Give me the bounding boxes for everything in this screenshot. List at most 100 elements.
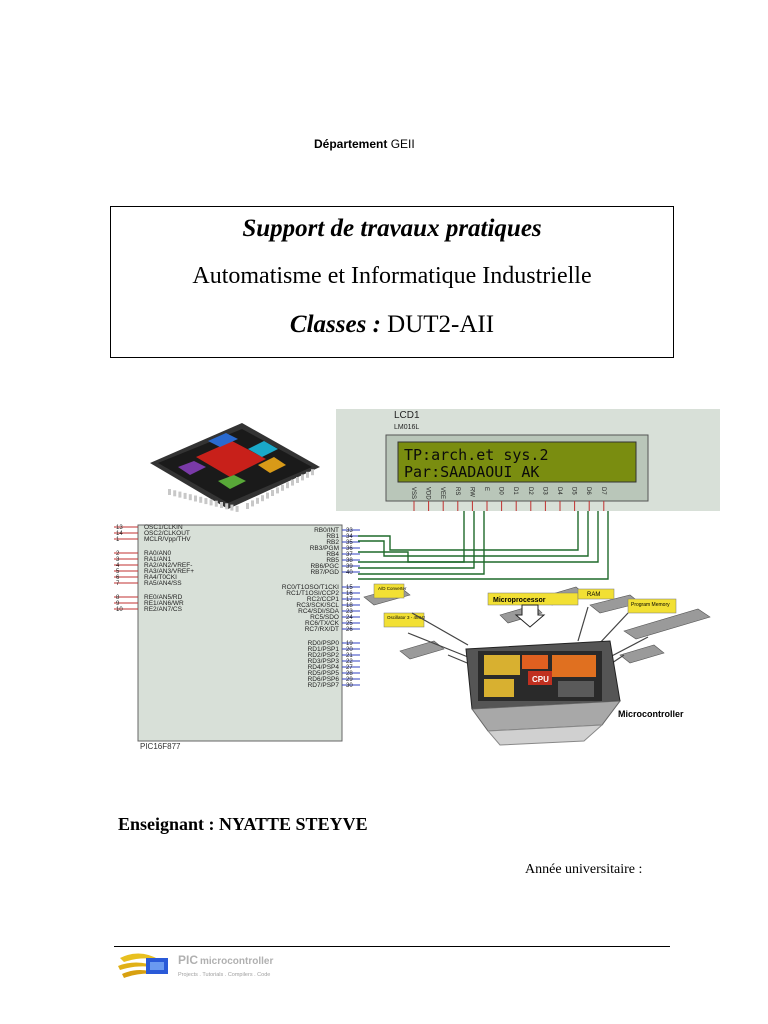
pic-pin-name: RC7/RX/DT [305, 626, 339, 633]
lcd-model: LM016L [394, 424, 419, 431]
logo-subtitle: microcontroller [200, 956, 273, 967]
pic-pin-number: 17 [346, 597, 353, 603]
ram-label: RAM [587, 592, 600, 598]
pic-right-pins: 33RB0/INT34RB135RB236RB3/PGM37RB438RB539… [282, 527, 360, 689]
chip-leg [281, 484, 284, 491]
pic-pin-number: 24 [346, 615, 353, 621]
chip-image [150, 423, 320, 512]
pic-pin-name: RB7/PGD [310, 569, 339, 576]
pic-pin-number: 21 [346, 653, 353, 659]
title-line-3: Classes : DUT2-AII [111, 311, 673, 339]
classes-value: DUT2-AII [380, 311, 495, 338]
pic-pin-name: RC6/TX/CK [305, 620, 340, 627]
pic-pin-number: 13 [116, 525, 123, 531]
lcd-pin-stubs [413, 501, 605, 511]
pic-pin-number: 5 [116, 569, 120, 575]
pic-pin-name: RB2 [326, 539, 339, 546]
pic-pin-name: RB1 [326, 533, 339, 540]
logo-brand: PIC [178, 953, 198, 967]
chip-leg [296, 477, 299, 483]
pic-pin-number: 28 [346, 671, 353, 677]
pic-pin-name: RE0/AN5/RD [144, 594, 183, 601]
lcd-pin-label: D6 [585, 487, 591, 495]
footer-rule [114, 946, 670, 947]
lcd-pin-label: VEE [439, 487, 445, 499]
pic-pin-number: 20 [346, 647, 353, 653]
pic-pin-name: OSC1/CLKIN [144, 524, 183, 531]
oscillator-label: Oscillator 3 - 4MHz [387, 615, 426, 620]
pic-pin-number: 19 [346, 641, 353, 647]
pic-pin-number: 14 [116, 531, 123, 537]
pic-pin-number: 2 [116, 551, 120, 557]
pic-pin-number: 37 [346, 552, 353, 558]
pic-pin-number: 6 [116, 575, 120, 581]
pic-pin-number: 40 [346, 570, 353, 576]
microprocessor-label: Microprocessor [493, 597, 546, 604]
pic-pin-name: RD6/PSP6 [308, 676, 340, 683]
chip-leg [214, 500, 218, 507]
pic-pin-name: RD4/PSP4 [308, 664, 340, 671]
chip-leg [230, 504, 234, 511]
pic-pin-name: RB3/PGM [310, 545, 339, 552]
pic-pin-name: RD7/PSP7 [308, 682, 340, 689]
pic-pin-name: RD2/PSP2 [308, 652, 340, 659]
microcontroller-label: Microcontroller [618, 709, 684, 719]
chip-leg [276, 487, 279, 494]
pic-pin-number: 3 [116, 557, 120, 563]
lcd-name: LCD1 [394, 410, 420, 421]
lcd-pin-label: RS [454, 487, 460, 495]
lcd-pin-label: E [483, 487, 489, 491]
academic-year-label: Année universitaire : [525, 862, 643, 877]
lcd-pin-label: VSS [410, 487, 416, 499]
pic-pin-name: RA0/AN0 [144, 550, 171, 557]
pic-name: PIC16F877 [140, 742, 181, 751]
pic-pin-name: RD0/PSP0 [308, 640, 340, 647]
pic-pin-number: 8 [116, 595, 120, 601]
chip-leg [199, 496, 203, 503]
teacher-name: Enseignant : NYATTE STEYVE [118, 814, 368, 834]
chip-leg [291, 479, 294, 486]
pic-pin-name: RB6/PGC [310, 563, 339, 570]
chip-leg [286, 482, 289, 489]
pic-pin-number: 9 [116, 601, 120, 607]
cover-figure: LCD1 LM016L TP:arch.et sys.2 Par:SAADAOU… [108, 409, 720, 757]
pic-pin-number: 10 [116, 607, 123, 613]
department-label: Département [314, 137, 388, 151]
pic-pin-name: RD3/PSP3 [308, 658, 340, 665]
pic-body [137, 524, 343, 742]
pic-pin-name: RA5/AN4/SS [144, 580, 182, 587]
lcd-pin-label: D0 [498, 487, 504, 495]
chip-leg [271, 490, 274, 496]
pic-pin-number: 35 [346, 540, 353, 546]
lcd-screen [397, 441, 637, 483]
pic-pin-name: RC5/SDO [310, 614, 339, 621]
pic-pin-number: 25 [346, 621, 353, 627]
pic-pin-name: RB0/INT [314, 527, 339, 534]
lcd-pin-label: D7 [600, 487, 606, 495]
chip-leg [235, 505, 239, 512]
pic-pin-name: RB5 [326, 557, 339, 564]
chip-leg [251, 500, 254, 507]
classes-label: Classes : [289, 311, 381, 338]
pic-pin-name: RA4/T0CKI [144, 574, 177, 581]
pic-pin-number: 30 [346, 683, 353, 689]
pic-pin-name: RD5/PSP5 [308, 670, 340, 677]
program-memory-label: Program Memory [631, 602, 670, 608]
department-line: Département GEII [314, 137, 415, 151]
department-value: GEII [387, 137, 415, 151]
mc-diagram: A/D Converter Microprocessor RAM Program… [363, 583, 711, 746]
pic-pin-number: 7 [116, 581, 120, 587]
pic-pin-number: 39 [346, 564, 353, 570]
pic-pin-number: 38 [346, 558, 353, 564]
footer-logo: PIC microcontroller Projects . Tutorials… [118, 953, 273, 978]
lcd-pin-label: D1 [512, 487, 518, 495]
title-box: Support de travaux pratiques Automatisme… [110, 206, 674, 358]
title-line-1: Support de travaux pratiques [242, 215, 542, 242]
pic-pin-name: RC4/SDI/SDA [298, 608, 339, 615]
cpu-label: CPU [532, 675, 549, 684]
pic-pin-number: 34 [346, 534, 353, 540]
pic-pin-number: 23 [346, 609, 353, 615]
chip-leg [188, 494, 192, 501]
